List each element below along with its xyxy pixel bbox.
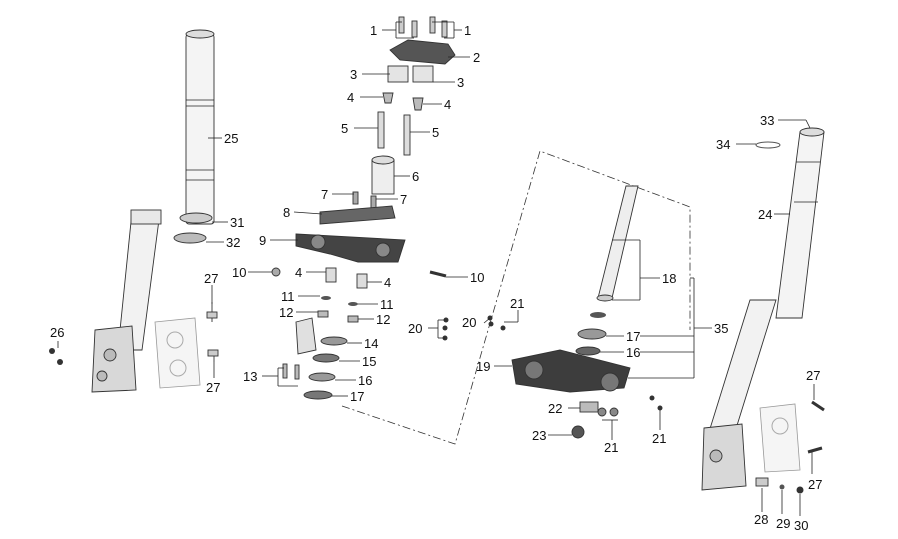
callout-21b: 21 [604, 440, 618, 455]
callout-29: 29 [776, 516, 790, 531]
callout-12a: 12 [279, 305, 293, 320]
callout-3b: 3 [457, 75, 464, 90]
callout-13: 13 [243, 369, 257, 384]
washers-11-12 [317, 296, 359, 323]
leader-lines [57, 21, 815, 516]
callout-14: 14 [364, 336, 378, 351]
top-clamp-bolts-1 [398, 16, 448, 38]
bushings-4-lower [325, 267, 368, 289]
callout-15: 15 [362, 354, 376, 369]
seal-rings-31-32 [173, 212, 213, 244]
callout-11b: 11 [380, 297, 394, 312]
callout-4a: 4 [347, 90, 354, 105]
callout-28: 28 [754, 512, 768, 527]
bolts-27-right [807, 400, 825, 454]
callout-16a: 16 [358, 373, 372, 388]
bolts-27-left [206, 302, 219, 362]
riser-bolts-5 [377, 111, 411, 156]
callout-3a: 3 [350, 67, 357, 82]
callout-17b: 17 [626, 329, 640, 344]
callout-21a: 21 [510, 296, 524, 311]
callout-8: 8 [283, 205, 290, 220]
callout-16b: 16 [626, 345, 640, 360]
callout-18: 18 [662, 271, 676, 286]
bushings-4-top [382, 92, 424, 111]
bolts-7 [352, 191, 377, 209]
callout-1b: 1 [464, 23, 471, 38]
callout-5a: 5 [341, 121, 348, 136]
left-fork-leg [91, 29, 215, 393]
brake-caliper-right [759, 403, 801, 473]
steering-tube-18 [590, 185, 639, 318]
callout-31: 31 [230, 215, 244, 230]
callout-27d: 27 [808, 477, 822, 492]
right-fork-leg [701, 127, 825, 491]
lower-triple-clamp-19 [511, 349, 631, 393]
assembly-boundary [341, 150, 691, 445]
callout-32: 32 [226, 235, 240, 250]
callout-27c: 27 [806, 368, 820, 383]
callout-11a: 11 [281, 289, 295, 304]
callout-1a: 1 [370, 23, 377, 38]
callout-20a: 20 [408, 321, 422, 336]
lower-triple-clamp-9 [295, 233, 406, 263]
brake-caliper-left [154, 317, 201, 389]
callout-17a: 17 [350, 389, 364, 404]
callout-19: 19 [476, 359, 490, 374]
callout-2: 2 [473, 50, 480, 65]
callout-26: 26 [50, 325, 64, 340]
callout-10a: 10 [232, 265, 246, 280]
steering-stem-nut-6 [371, 155, 395, 195]
bolts-20-21 [442, 315, 663, 411]
bearings-14-17 [303, 336, 348, 400]
callout-27b: 27 [206, 380, 220, 395]
screws-10 [271, 267, 447, 278]
callout-20b: 20 [462, 315, 476, 330]
callout-5b: 5 [432, 125, 439, 140]
callout-34: 34 [716, 137, 730, 152]
callout-24: 24 [758, 207, 772, 222]
callout-25: 25 [224, 131, 238, 146]
oring-34 [755, 141, 781, 149]
callout-30: 30 [794, 518, 808, 533]
callout-4b: 4 [444, 97, 451, 112]
callout-27a: 27 [204, 271, 218, 286]
callout-35: 35 [714, 321, 728, 336]
callout-10b: 10 [470, 270, 484, 285]
axle-parts-28-30 [755, 477, 804, 494]
callout-7b: 7 [400, 192, 407, 207]
callout-labels: 1 1 2 3 3 4 4 5 5 6 7 7 8 9 10 10 4 4 11… [50, 23, 822, 533]
brake-hose-guide-22-23 [571, 401, 619, 439]
handlebar-upper-clamp-2 [389, 39, 456, 65]
callout-7a: 7 [321, 187, 328, 202]
callout-6: 6 [412, 169, 419, 184]
top-triple-clamp-8 [319, 205, 396, 225]
bearings-16-17-right [575, 328, 607, 356]
steering-stem-13 [282, 317, 317, 380]
bolts-26 [49, 348, 63, 365]
handlebar-risers-3 [387, 65, 434, 83]
callout-4d: 4 [384, 275, 391, 290]
callout-12b: 12 [376, 312, 390, 327]
callout-33: 33 [760, 113, 774, 128]
callout-22: 22 [548, 401, 562, 416]
callout-21c: 21 [652, 431, 666, 446]
callout-23: 23 [532, 428, 546, 443]
callout-9: 9 [259, 233, 266, 248]
callout-4c: 4 [295, 265, 302, 280]
